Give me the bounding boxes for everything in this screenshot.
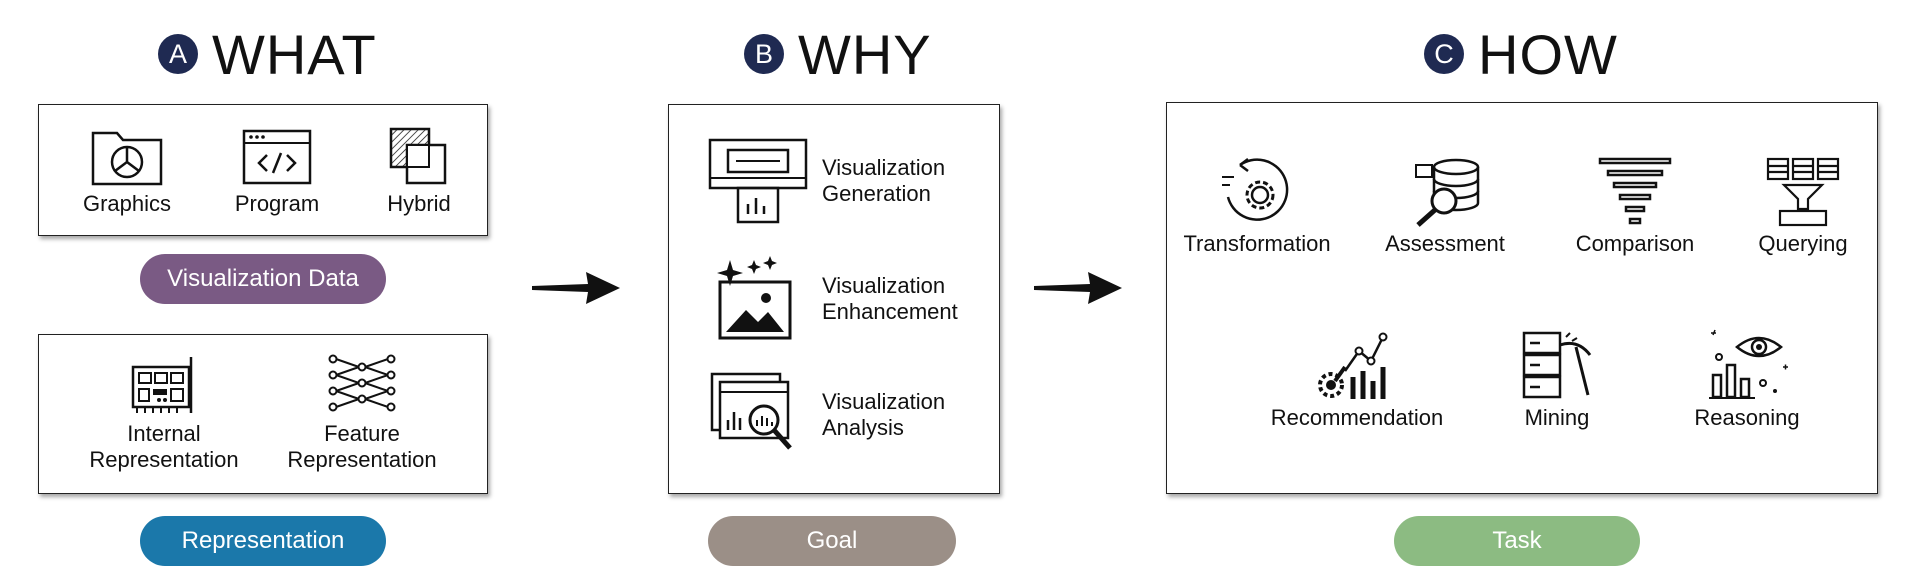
what-title: WHAT [212, 22, 377, 86]
querying-label: Querying [1758, 231, 1848, 256]
program-item: Program [217, 125, 337, 217]
chart-magnifier-icon [710, 372, 792, 450]
hybrid-item: Hybrid [369, 125, 469, 217]
recommendation-label: Recommendation [1270, 405, 1444, 430]
why-title: WHY [798, 22, 932, 86]
database-search-icon [1415, 158, 1480, 227]
visualization-data-pill: Visualization Data [140, 254, 386, 304]
transformation-item: Transformation [1177, 157, 1337, 257]
task-pill: Task [1394, 516, 1640, 566]
arrow-right-icon [1034, 272, 1122, 304]
gear-cycle-icon [1222, 158, 1289, 221]
goal-box [668, 104, 1000, 494]
why-heading: B WHY [744, 22, 932, 86]
comparison-item: Comparison [1565, 157, 1705, 257]
visualization-generation-line2: Generation [822, 181, 931, 206]
how-badge: C [1424, 34, 1464, 74]
transformation-label: Transformation [1183, 231, 1331, 256]
visualization-generation-line1: Visualization [822, 155, 946, 180]
graphics-item: Graphics [67, 125, 187, 217]
what-badge: A [158, 34, 198, 74]
internal-representation-line1: Internal [127, 421, 201, 446]
feature-representation-item: Feature Representation [277, 353, 447, 473]
neural-network-icon [328, 354, 396, 412]
server-pickaxe-icon [1522, 331, 1592, 399]
visualization-analysis-item: Visualization Analysis [708, 372, 945, 458]
mining-label: Mining [1524, 405, 1590, 430]
program-label: Program [234, 191, 320, 216]
internal-representation-item: Internal Representation [79, 353, 249, 473]
reasoning-label: Reasoning [1694, 405, 1800, 430]
mining-item: Mining [1497, 329, 1617, 431]
arrow-right-icon [532, 272, 620, 304]
feature-representation-line2: Representation [287, 447, 437, 472]
how-heading: C HOW [1424, 22, 1618, 86]
gear-chart-icon [1318, 332, 1388, 399]
visualization-enhancement-line1: Visualization [822, 273, 946, 298]
reasoning-item: Reasoning [1677, 329, 1817, 431]
comparison-label: Comparison [1575, 231, 1695, 256]
visualization-enhancement-item: Visualization Enhancement [708, 256, 958, 342]
visualization-analysis-line1: Visualization [822, 389, 946, 414]
visualization-analysis-line2: Analysis [822, 415, 904, 440]
assessment-item: Assessment [1375, 157, 1515, 257]
querying-item: Querying [1743, 157, 1863, 257]
visualization-data-box: Graphics Program Hybrid [38, 104, 488, 236]
pie-chart-folder-icon [91, 131, 163, 186]
circuit-board-icon [131, 357, 193, 413]
eye-chart-icon [1709, 329, 1788, 399]
representation-pill: Representation [140, 516, 386, 566]
hybrid-layers-icon [389, 127, 447, 185]
why-badge: B [744, 34, 784, 74]
chart-generator-icon [708, 138, 808, 224]
representation-box: Internal Representation Feature Represen… [38, 334, 488, 494]
task-box: Transformation Assessment Comparison [1166, 102, 1878, 494]
graphics-label: Graphics [82, 191, 172, 216]
code-window-icon [242, 129, 312, 185]
table-query-icon [1766, 157, 1840, 227]
internal-representation-line2: Representation [89, 447, 239, 472]
what-heading: A WHAT [158, 22, 377, 86]
how-title: HOW [1478, 22, 1618, 86]
visualization-enhancement-line2: Enhancement [822, 299, 958, 324]
funnel-bars-icon [1598, 157, 1672, 225]
assessment-label: Assessment [1385, 231, 1505, 256]
feature-representation-line1: Feature [324, 421, 400, 446]
visualization-generation-item: Visualization Generation [708, 138, 945, 224]
sparkle-image-icon [717, 256, 792, 340]
goal-pill: Goal [708, 516, 956, 566]
hybrid-label: Hybrid [387, 191, 451, 216]
recommendation-item: Recommendation [1257, 329, 1457, 431]
